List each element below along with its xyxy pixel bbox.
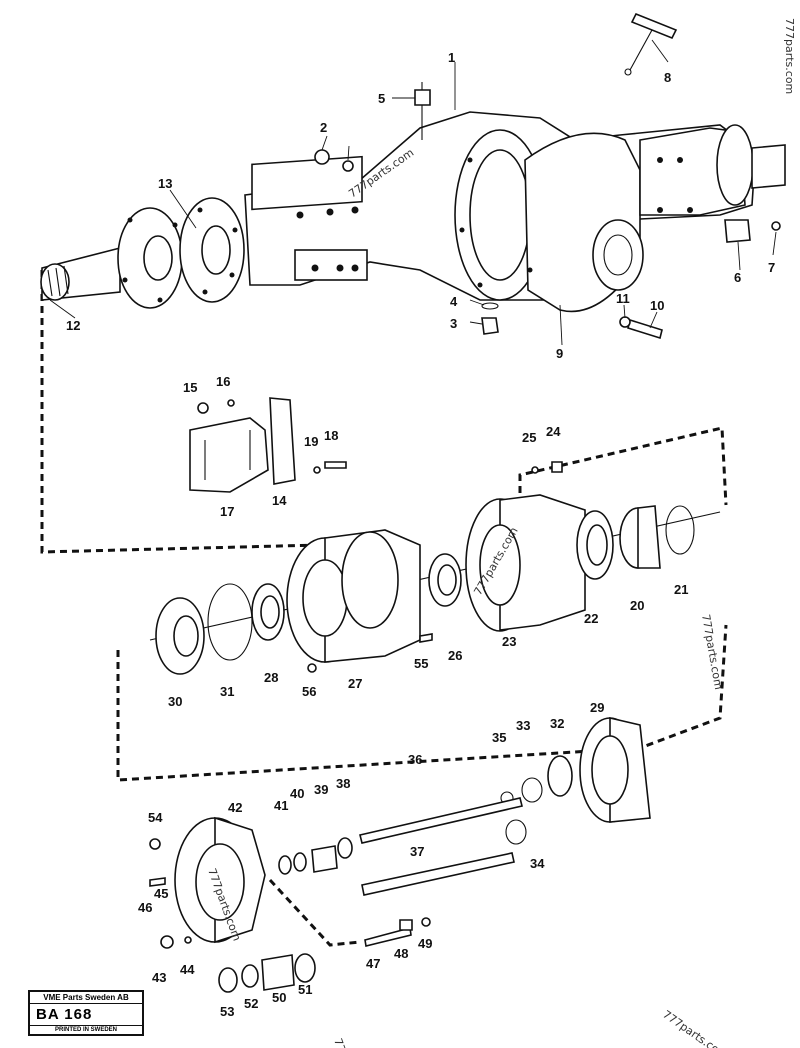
callout-50: 50 [272, 990, 286, 1005]
callout-8: 8 [664, 70, 671, 85]
callout-42: 42 [228, 800, 242, 815]
callout-23: 23 [502, 634, 516, 649]
stamp-company: VME Parts Sweden AB [30, 992, 142, 1004]
callout-6: 6 [734, 270, 741, 285]
callout-52: 52 [244, 996, 258, 1011]
callout-32: 32 [550, 716, 564, 731]
callout-12: 12 [66, 318, 80, 333]
callout-25: 25 [522, 430, 536, 445]
callout-21: 21 [674, 582, 688, 597]
callout-3: 3 [450, 316, 457, 331]
callout-44: 44 [180, 962, 195, 977]
final-drive-assembly [149, 716, 651, 993]
callout-54: 54 [148, 810, 163, 825]
callout-53: 53 [220, 1004, 234, 1019]
document-stamp: VME Parts Sweden AB BA 168 PRINTED IN SW… [28, 990, 144, 1036]
callout-24: 24 [546, 424, 561, 439]
callout-17: 17 [220, 504, 234, 519]
wheel-hub-assembly [149, 461, 721, 675]
callout-51: 51 [298, 982, 312, 997]
callout-16: 16 [216, 374, 230, 389]
callout-30: 30 [168, 694, 182, 709]
callout-35: 35 [492, 730, 506, 745]
callout-37: 37 [410, 844, 424, 859]
callout-15: 15 [183, 380, 197, 395]
callout-5: 5 [378, 91, 385, 106]
callout-34: 34 [530, 856, 545, 871]
callout-40: 40 [290, 786, 304, 801]
callout-47: 47 [366, 956, 380, 971]
callout-48: 48 [394, 946, 408, 961]
callout-14: 14 [272, 493, 287, 508]
callout-45: 45 [154, 886, 168, 901]
housing-bolt-holes [122, 157, 693, 303]
callout-36: 36 [408, 752, 422, 767]
callout-2: 2 [320, 120, 327, 135]
callout-11: 11 [616, 291, 630, 306]
brake-caliper-group [189, 397, 347, 493]
callout-7: 7 [768, 260, 775, 275]
callout-26: 26 [448, 648, 462, 663]
watermark-bottom-right: 777parts.com [660, 1008, 730, 1048]
watermark-bottom-center: 777 [331, 1037, 350, 1048]
callout-28: 28 [264, 670, 278, 685]
callout-18: 18 [324, 428, 338, 443]
callout-27: 27 [348, 676, 362, 691]
callout-43: 43 [152, 970, 166, 985]
watermark-top-right: 777parts.com [783, 18, 796, 94]
callout-labels: 1 2 3 4 5 6 7 8 9 10 11 12 13 14 15 16 1… [66, 50, 775, 1019]
axle-housing-assembly [40, 12, 786, 340]
callout-leader-lines [49, 39, 777, 346]
callout-10: 10 [650, 298, 664, 313]
stamp-printed: PRINTED IN SWEDEN [54, 1027, 117, 1033]
callout-19: 19 [304, 434, 318, 449]
callout-49: 49 [418, 936, 432, 951]
callout-41: 41 [274, 798, 288, 813]
callout-20: 20 [630, 598, 644, 613]
callout-29: 29 [590, 700, 604, 715]
callout-46: 46 [138, 900, 152, 915]
callout-31: 31 [220, 684, 234, 699]
callout-4: 4 [450, 294, 458, 309]
callout-22: 22 [584, 611, 598, 626]
watermark-mid-right: 777parts.com [699, 613, 725, 690]
callout-38: 38 [336, 776, 350, 791]
callout-1: 1 [448, 50, 455, 65]
callout-9: 9 [556, 346, 563, 361]
callout-33: 33 [516, 718, 530, 733]
callout-56: 56 [302, 684, 316, 699]
stamp-code: BA 168 [30, 1004, 142, 1026]
callout-13: 13 [158, 176, 172, 191]
callout-39: 39 [314, 782, 328, 797]
callout-55: 55 [414, 656, 428, 671]
